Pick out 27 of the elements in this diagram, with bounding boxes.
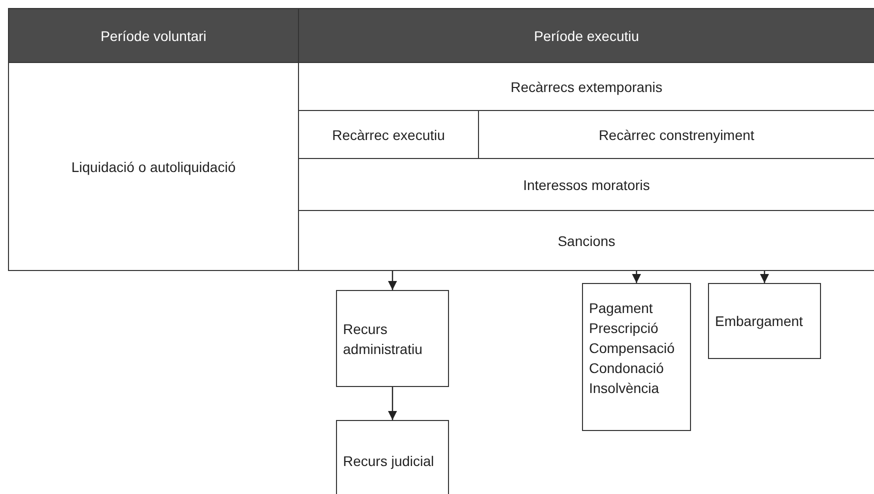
node-text: Període voluntari: [100, 26, 206, 46]
node-text: Període executiu: [534, 26, 640, 46]
header-cell: [8, 8, 299, 63]
process-box: [336, 290, 449, 387]
node-text: Condonació: [589, 359, 664, 378]
arrow: [632, 271, 641, 283]
node-text: Sancions: [558, 232, 616, 250]
node-text: Insolvència: [589, 379, 660, 398]
process-box: [708, 283, 821, 359]
node-text: Recurs administratiu: [343, 320, 424, 358]
arrow: [388, 387, 397, 420]
node-text: Recàrrec constrenyiment: [598, 126, 754, 144]
process-box: [582, 283, 691, 431]
node-text: Pagament: [589, 299, 653, 318]
node-text: Recàrrecs extemporanis: [510, 78, 662, 96]
table-cell: [8, 62, 299, 271]
process-box: [336, 420, 449, 494]
arrow: [388, 271, 397, 290]
node-text: Interessos moratoris: [523, 176, 650, 194]
node-text: Embargament: [715, 312, 803, 331]
node-text: Recurs judicial: [343, 452, 434, 470]
node-text: Compensació: [589, 339, 675, 358]
node-text: Recàrrec executiu: [332, 126, 445, 144]
arrow: [760, 271, 769, 283]
header-cell: [298, 8, 874, 63]
node-text: Prescripció: [589, 319, 658, 338]
node-text: Liquidació o autoliquidació: [71, 158, 236, 176]
